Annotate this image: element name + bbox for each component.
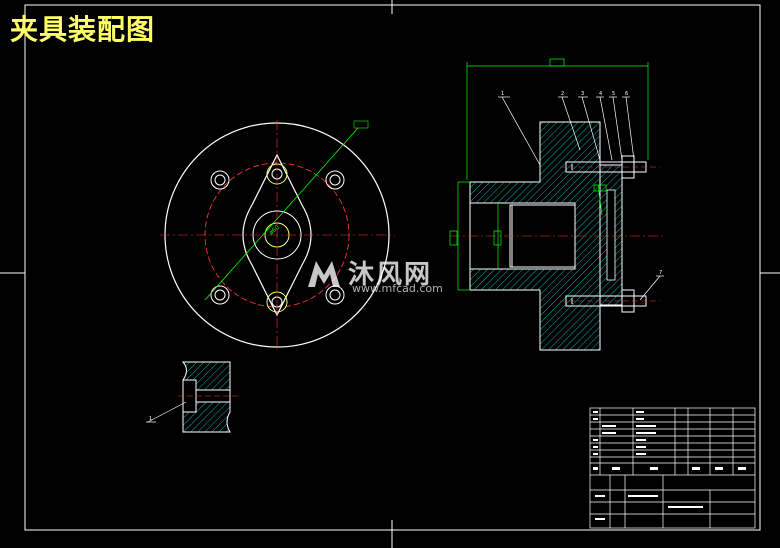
section-view: 1 2 3 4 5 6 7	[449, 58, 665, 351]
watermark-url: www.mfcad.com	[352, 282, 443, 295]
balloon-5: 5	[612, 91, 615, 97]
watermark: 沐风网	[306, 254, 432, 291]
detail-view: 1	[146, 361, 240, 433]
title-block	[589, 407, 756, 529]
title-block-marks	[593, 411, 746, 520]
balloon-1: 1	[501, 91, 504, 97]
front-view: ø60	[160, 120, 395, 350]
balloon-detail: 1	[149, 416, 152, 422]
balloon-2: 2	[561, 91, 564, 97]
balloon-7: 7	[659, 270, 662, 276]
mfcad-logo-icon	[308, 260, 340, 287]
balloon-6: 6	[625, 91, 628, 97]
balloon-3: 3	[581, 91, 584, 97]
balloon-4: 4	[599, 91, 602, 97]
drawing-title: 夹具装配图	[10, 13, 156, 46]
watermark-brand: 沐风网	[348, 260, 433, 290]
